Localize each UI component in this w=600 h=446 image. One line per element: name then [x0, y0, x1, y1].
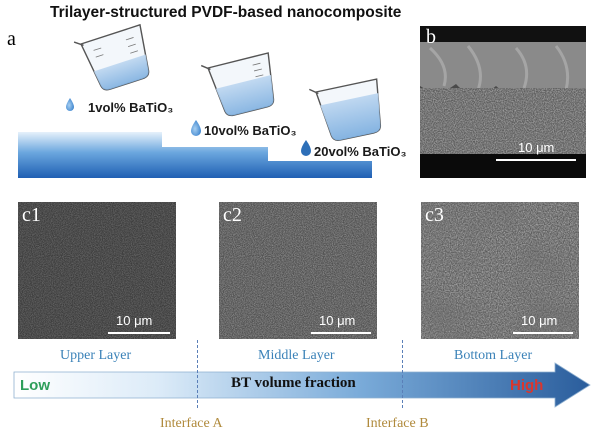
drop-1-icon [66, 98, 74, 111]
sem-image-b: b 10 μm [420, 26, 586, 178]
scale-bar-c3 [513, 332, 573, 334]
sem-image-c3: c3 10 μm [421, 202, 579, 339]
panel-c1-letter: c1 [22, 204, 41, 226]
layer-label-upper: Upper Layer [60, 348, 132, 363]
volume-fraction-arrow [13, 362, 591, 408]
arrow-center-label: BT volume fraction [231, 375, 356, 391]
drop-3-icon [301, 140, 311, 156]
interface-a-label: Interface A [160, 416, 223, 431]
interface-b-line [402, 340, 403, 408]
scale-bar-c2 [311, 332, 371, 334]
beaker-1-icon [73, 23, 150, 91]
beaker-2-label: 10vol% BaTiO₃ [204, 123, 297, 138]
scale-label-c3: 10 μm [521, 313, 558, 328]
layer-label-bottom: Bottom Layer [454, 348, 533, 363]
arrow-low-label: Low [20, 377, 50, 394]
scale-label-c2: 10 μm [319, 313, 356, 328]
layer-label-middle: Middle Layer [258, 348, 335, 363]
drop-2-icon [191, 120, 201, 136]
beaker-3-icon [309, 78, 382, 141]
trilayer-illustration [18, 23, 382, 178]
panel-a-title: Trilayer-structured PVDF-based nanocompo… [50, 4, 402, 21]
sem-image-c2: c2 10 μm [219, 202, 377, 339]
scale-label-b: 10 μm [518, 140, 555, 155]
beaker-3-label: 20vol% BaTiO₃ [314, 144, 407, 159]
panel-b-letter: b [426, 26, 436, 48]
beaker-2-icon [200, 52, 275, 117]
scale-label-c1: 10 μm [116, 313, 153, 328]
interface-a-line [197, 340, 198, 408]
panel-a-letter: a [7, 28, 16, 50]
scale-bar-b [496, 159, 576, 161]
beaker-1-label: 1vol% BaTiO₃ [88, 100, 174, 115]
layer-steps [18, 132, 372, 178]
scale-bar-c1 [108, 332, 170, 334]
panel-c3-letter: c3 [425, 204, 444, 226]
interface-b-label: Interface B [366, 416, 429, 431]
panel-c2-letter: c2 [223, 204, 242, 226]
sem-image-c1: c1 10 μm [18, 202, 176, 339]
arrow-high-label: High [510, 377, 544, 394]
